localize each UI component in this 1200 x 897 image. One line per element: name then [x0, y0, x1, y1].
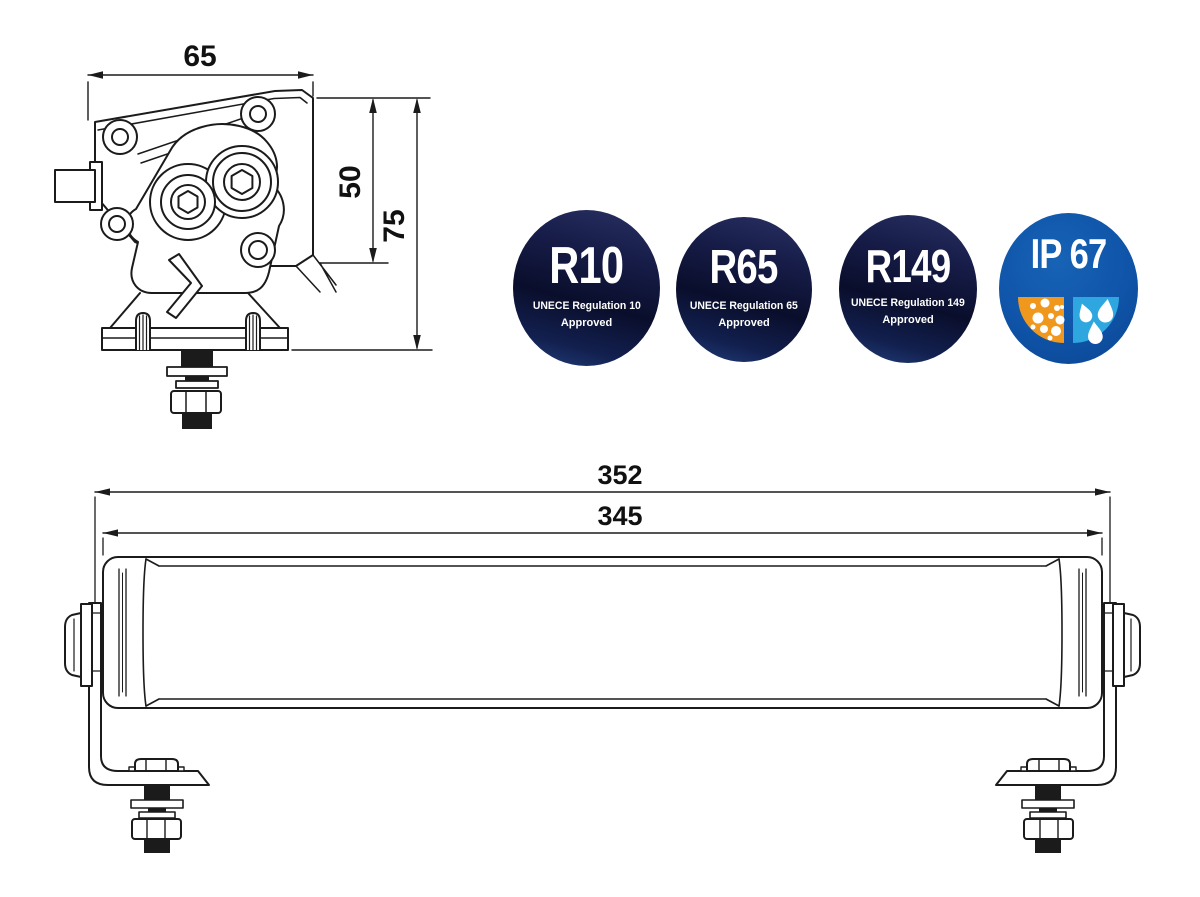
badge-r65-status: Approved: [718, 317, 770, 329]
badge-r10-status: Approved: [560, 317, 613, 329]
badge-r65-title: R65: [709, 241, 779, 294]
badge-r149-status: Approved: [882, 314, 934, 326]
badge-r149-title: R149: [865, 240, 952, 292]
dim-body-length-label: 345: [597, 501, 642, 531]
dimension-width: [87, 71, 314, 121]
pivot-knob: [64, 612, 82, 678]
end-cap-lines: [142, 558, 1063, 707]
badge-ip67-title: IP 67: [1030, 230, 1108, 277]
l-bracket: [88, 602, 210, 786]
lamp-front-view-drawing: 352 345: [64, 460, 1141, 854]
dimension-overall-length: [94, 488, 1111, 604]
housing-screw-bottom-left: [100, 207, 134, 241]
lens-edge-lines: [145, 558, 1060, 707]
mount-base: [101, 292, 289, 351]
base-slot: [135, 312, 151, 351]
bracket-hex-bolt: [128, 758, 185, 772]
pivot-plate: [80, 603, 93, 687]
clamp-pin-lines: [118, 568, 127, 697]
socket-bolt-right: [212, 152, 272, 212]
badge-r149-subtitle: UNECE Regulation 149: [851, 297, 965, 309]
dim-lens-height-label: 50: [334, 165, 367, 198]
dimension-body-length: [102, 529, 1103, 556]
badge-r10-subtitle: UNECE Regulation 10: [532, 300, 641, 312]
water-sector: [1073, 297, 1119, 344]
mount-bolt-assembly: [130, 785, 184, 853]
badge-r65: R65 UNECE Regulation 65 Approved: [676, 217, 812, 362]
cable-connector: [54, 161, 103, 211]
badge-r149: R149 UNECE Regulation 149 Approved: [839, 215, 977, 363]
base-slot: [245, 312, 261, 351]
socket-bolt-left: [160, 174, 216, 230]
ip67-dust-water-graphic: [1018, 297, 1119, 344]
light-bar-body: [102, 556, 1103, 709]
badge-ip67: IP 67: [999, 213, 1138, 364]
dim-overall-length-label: 352: [597, 460, 642, 490]
dim-overall-height-label: 75: [378, 209, 411, 242]
mount-end-left: [64, 568, 210, 853]
dim-width-label: 65: [183, 40, 216, 73]
lamp-side-view-drawing: 65 50 75: [54, 40, 433, 429]
badge-r10: R10 UNECE Regulation 10 Approved: [513, 210, 660, 366]
dust-sector: [1018, 297, 1065, 343]
housing-screw-bottom-right: [240, 232, 276, 268]
mount-bolt-assembly: [166, 350, 228, 429]
chevron-mark: [166, 253, 203, 319]
housing-screw-top-right: [240, 96, 276, 132]
housing-screw-top-left: [102, 119, 138, 155]
dimension-heights: [291, 97, 433, 351]
badge-r65-subtitle: UNECE Regulation 65: [689, 300, 799, 312]
badge-r10-title: R10: [549, 237, 625, 295]
